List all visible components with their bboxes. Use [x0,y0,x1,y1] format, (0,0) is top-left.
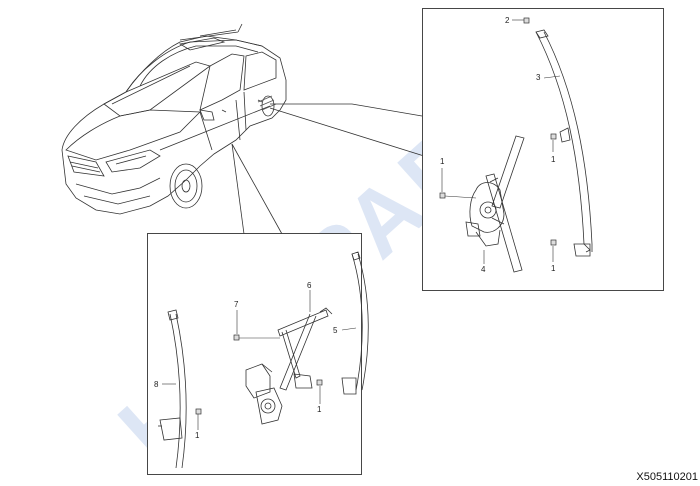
bolt-icon [316,379,323,386]
callout-5: 5 [333,326,338,335]
bolt-icon [233,334,240,341]
car-illustration [61,23,287,215]
bolt-icon [550,239,557,246]
callout-1: 1 [195,431,200,440]
front-glass-run-channel [341,251,369,395]
rear-window-regulator [465,135,525,273]
callout-3: 3 [536,73,541,82]
front-door-rear-channel [158,309,187,469]
callout-1: 1 [440,157,445,166]
callout-8: 8 [154,380,159,389]
callout-2: 2 [505,16,510,25]
drawing-code: X505110201 [636,471,698,483]
bolt-icons [195,334,323,415]
callout-4: 4 [481,265,486,274]
bolt-icon [439,192,446,199]
bolt-icon [550,133,557,140]
bolt-icons [439,17,557,246]
callout-7: 7 [234,300,239,309]
rear-glass-run-channel [535,29,593,257]
leader-lines [231,103,425,235]
bolt-icon [195,408,202,415]
bolt-icon [523,17,530,24]
callout-1: 1 [551,155,556,164]
front-door-regulator-panel: 7 6 5 1 1 8 [147,233,369,475]
callout-1: 1 [551,264,556,273]
front-window-regulator [245,307,333,425]
rear-door-regulator-panel: 2 3 1 1 1 4 [422,8,664,291]
callout-6: 6 [307,281,312,290]
callout-1: 1 [317,405,322,414]
